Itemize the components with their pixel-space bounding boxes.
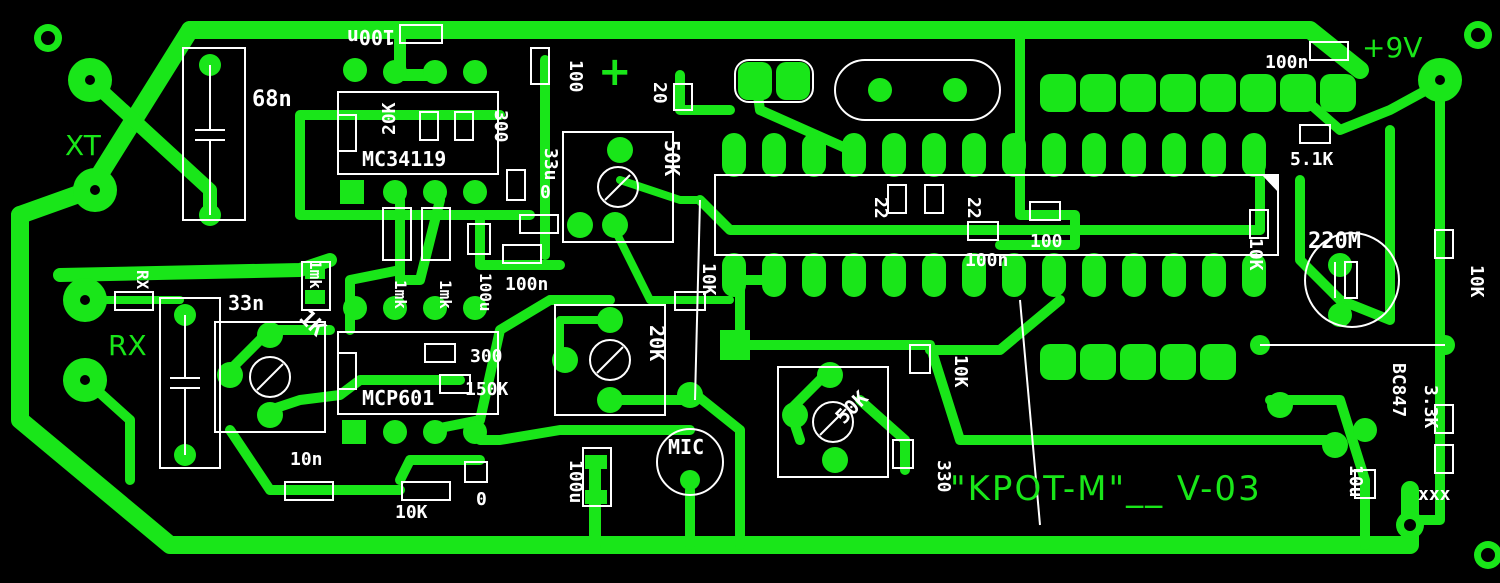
label-rx-small: RX (133, 270, 152, 290)
label-bc847: BC847 (1388, 363, 1409, 417)
label-0-b: 0 (476, 489, 487, 510)
label-220m: 220M (1308, 229, 1361, 254)
label-10n: 10n (290, 449, 323, 470)
label-1mk-a: 1mk (306, 260, 325, 289)
label-10k-b: 10K (1245, 238, 1266, 271)
label-20: 20 (649, 82, 670, 104)
label-mcp601: MCP601 (362, 386, 434, 410)
component-labels: 68n 100n MC34119 20K 300 33u 0 100 + 20 … (65, 25, 1487, 523)
label-100u: 100u (476, 273, 495, 312)
label-5-1k: 5.1K (1290, 149, 1334, 170)
label-xt: XT (65, 129, 102, 162)
label-300-mid: 300 (470, 346, 503, 367)
label-100-vertical: 100 (565, 60, 586, 93)
label-50k-top: 50K (660, 140, 684, 176)
label-1mk-b: 1mk (391, 280, 410, 309)
label-50k-bot: 50K (830, 386, 873, 429)
label-20k: 20K (645, 325, 669, 361)
silkscreen (114, 24, 1454, 526)
label-10k-c: 10K (950, 355, 971, 388)
label-9v-plus: +9V (1362, 31, 1422, 64)
label-10k-a: 10K (698, 263, 719, 296)
label-22-a: 22 (870, 197, 891, 219)
label-10u: 10u (1345, 465, 1366, 498)
label-20k-top: 20K (379, 102, 400, 135)
label-plus: + (598, 49, 632, 95)
label-100u-bot: 100u (565, 460, 586, 503)
label-100n-top: 100n (347, 25, 395, 49)
label-100n-mid2: 100n (505, 274, 548, 295)
mcu-bottom-pads (722, 253, 1266, 297)
header-bottom-pads (1040, 344, 1236, 380)
mcu-top-pads (722, 133, 1266, 177)
label-100: 100 (1030, 231, 1063, 252)
label-330: 330 (933, 460, 954, 493)
label-xxx: xxx (1418, 484, 1451, 505)
label-33u: 33u (540, 148, 561, 181)
label-33n: 33n (228, 291, 264, 315)
label-100n-right: 100n (1265, 52, 1308, 73)
label-300-top: 300 (490, 110, 511, 143)
label-rx: RX (108, 329, 147, 362)
label-22-b: 22 (963, 197, 984, 219)
label-0-a: 0 (540, 182, 551, 203)
label-10k-e: 10K (395, 502, 428, 523)
board-title: "KPOT-M"__ V-03 (950, 469, 1262, 509)
header-top-pads (1040, 74, 1356, 112)
label-68n: 68n (252, 87, 292, 112)
label-100n-mid: 100n (965, 250, 1008, 271)
label-mic: MIC (668, 435, 704, 459)
label-10k-d: 10K (1466, 265, 1487, 298)
label-150k: 150K (465, 379, 509, 400)
label-mc34119: MC34119 (362, 147, 446, 171)
copper-traces (11, 21, 1450, 554)
copper-pads (34, 21, 1500, 569)
label-1mk-c: 1mk (436, 280, 455, 309)
label-3-3k: 3.3K (1420, 385, 1441, 429)
